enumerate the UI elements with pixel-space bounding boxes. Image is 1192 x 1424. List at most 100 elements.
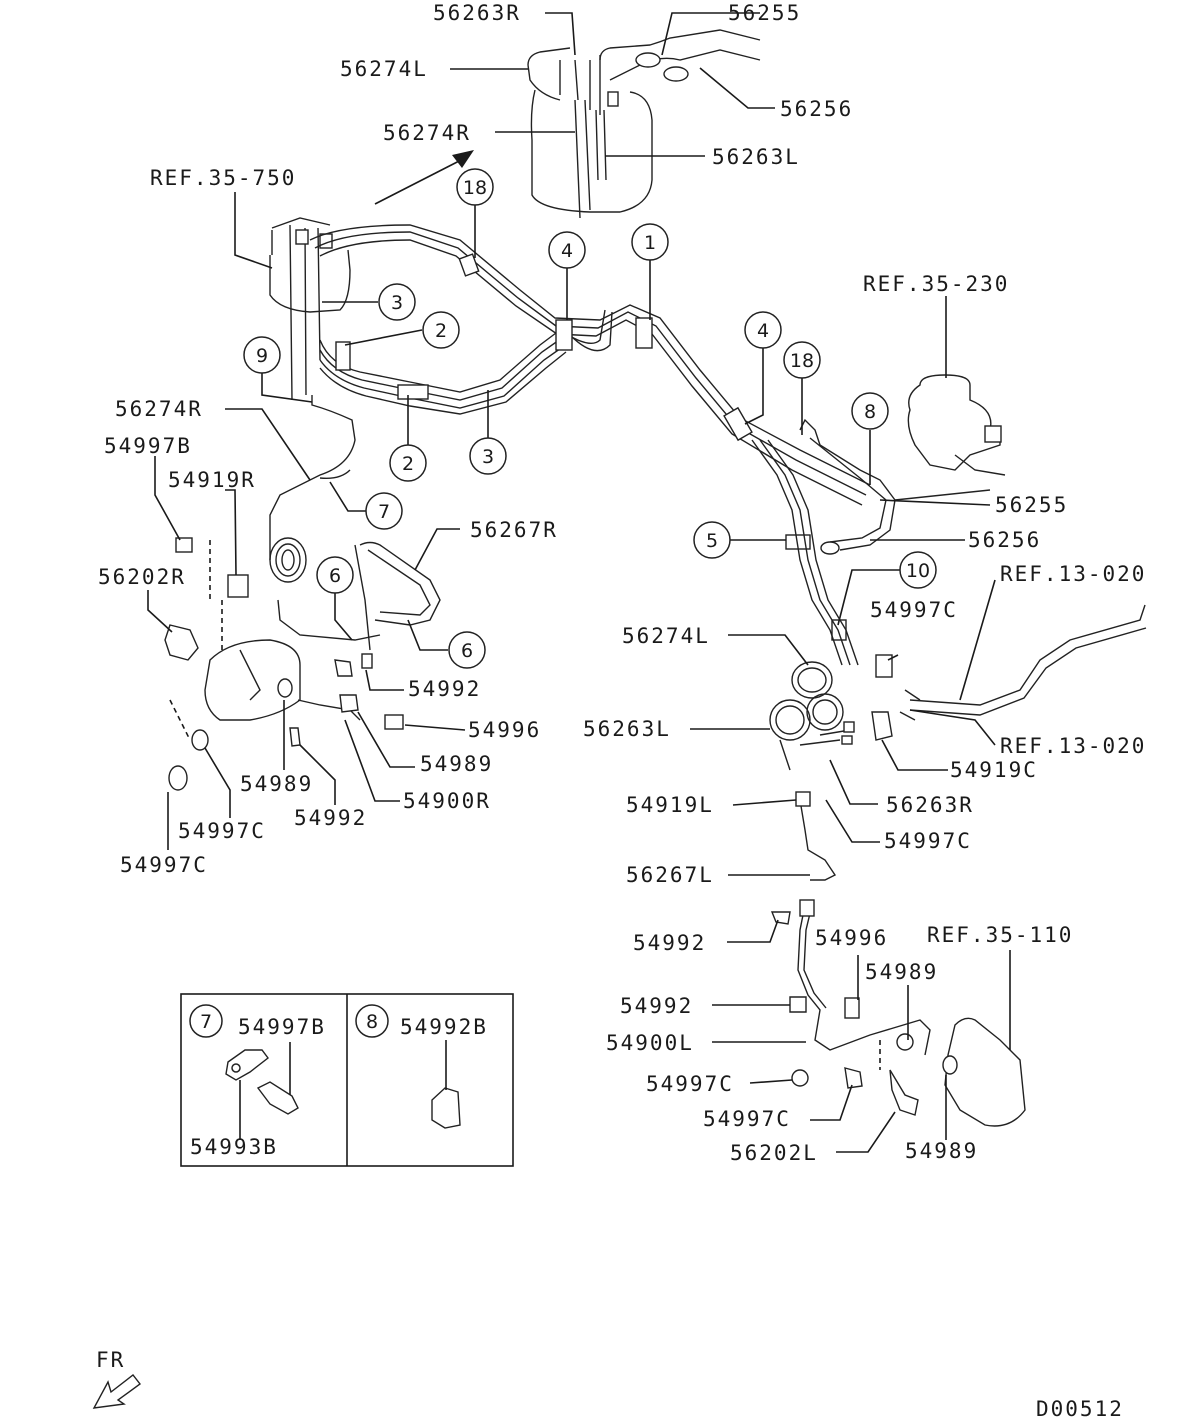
pipe-bundle-main: [309, 224, 871, 506]
label-56263L-mid: 56263L: [583, 717, 671, 741]
label-54997C-mid: 54997C: [884, 829, 972, 853]
svg-text:7: 7: [378, 501, 390, 523]
svg-text:8: 8: [366, 1011, 378, 1033]
svg-text:18: 18: [463, 177, 487, 199]
label-54997C-d: 54997C: [703, 1107, 791, 1131]
label-54997C-a: 54997C: [178, 819, 266, 843]
callout-6-b: 6: [448, 631, 486, 669]
svg-text:54993B: 54993B: [190, 1135, 278, 1159]
callout-6-a: 6: [316, 556, 354, 594]
label-54989-left: 54989: [240, 772, 313, 796]
hydraulic-unit-left: [269, 217, 351, 401]
svg-text:1: 1: [644, 232, 656, 254]
callout-4-top: 4: [548, 231, 586, 269]
svg-text:2: 2: [435, 320, 447, 342]
label-54997C-c: 54997C: [646, 1072, 734, 1096]
svg-text:2: 2: [402, 453, 414, 475]
callout-10: 10: [899, 551, 937, 589]
part-labels: 56263R 56255 56274L 56256 56274R 56263L …: [98, 1, 1146, 1165]
label-54919L: 54919L: [626, 793, 714, 817]
label-54900L: 54900L: [606, 1031, 694, 1055]
svg-text:3: 3: [482, 446, 494, 468]
callout-3-b: 3: [469, 437, 507, 475]
svg-text:4: 4: [561, 240, 573, 262]
label-ref-35-230: REF.35-230: [863, 272, 1009, 296]
label-ref-13-020-b: REF.13-020: [1000, 734, 1146, 758]
bundle-clamps: [335, 253, 847, 641]
svg-text:54992B: 54992B: [400, 1015, 488, 1039]
inset-box-8: 8 54992B: [355, 1004, 488, 1129]
label-54997B: 54997B: [104, 434, 192, 458]
coiled-pipes-right: [769, 661, 855, 771]
label-56267R: 56267R: [470, 518, 558, 542]
label-56256-top: 56256: [780, 97, 853, 121]
label-54997C-b: 54997C: [120, 853, 208, 877]
svg-text:4: 4: [757, 320, 769, 342]
direction-arrow-top: [374, 150, 474, 205]
label-54997C-right: 54997C: [870, 598, 958, 622]
label-54996-left: 54996: [468, 718, 541, 742]
inset-boxes: 7 54997B 54993B 8 54992B: [180, 993, 514, 1167]
label-56263R-top: 56263R: [433, 1, 521, 25]
label-54919C: 54919C: [950, 758, 1038, 782]
label-54989-bottom: 54989: [905, 1139, 978, 1163]
label-56274R-left: 56274R: [115, 397, 203, 421]
callout-8: 8: [851, 392, 889, 430]
label-56267L: 56267L: [626, 863, 714, 887]
inset-box-7: 7 54997B 54993B: [189, 1004, 326, 1159]
label-56202L: 56202L: [730, 1141, 818, 1165]
svg-text:54997B: 54997B: [238, 1015, 326, 1039]
callout-1: 1: [631, 223, 669, 261]
label-54989-mid: 54989: [420, 752, 493, 776]
callout-9: 9: [243, 336, 281, 374]
label-ref-13-020-a: REF.13-020: [1000, 562, 1146, 586]
callout-2-b: 2: [389, 444, 427, 482]
svg-text:7: 7: [200, 1011, 212, 1033]
right-wheel-assembly: [770, 791, 1026, 1127]
label-54992-b: 54992: [294, 806, 367, 830]
svg-text:10: 10: [906, 560, 930, 582]
label-ref-35-110: REF.35-110: [927, 923, 1073, 947]
callout-3-a: 3: [378, 283, 416, 321]
label-54992-c: 54992: [633, 931, 706, 955]
top-assembly: [527, 29, 761, 219]
leader-lines: [147, 12, 1011, 1153]
label-56274L-mid: 56274L: [622, 624, 710, 648]
fr-direction-indicator: FR: [92, 1348, 141, 1409]
fuel-lines-right: [871, 604, 1147, 741]
svg-text:6: 6: [461, 640, 473, 662]
label-56255-right: 56255: [995, 493, 1068, 517]
svg-text:8: 8: [864, 401, 876, 423]
callout-18-top: 18: [456, 168, 494, 206]
label-56256-right: 56256: [968, 528, 1041, 552]
callout-5: 5: [693, 521, 731, 559]
svg-text:9: 9: [256, 345, 268, 367]
svg-text:5: 5: [706, 530, 718, 552]
left-wheel-assembly: [164, 395, 441, 791]
fr-label: FR: [96, 1348, 125, 1372]
label-56274L-top: 56274L: [340, 57, 428, 81]
label-ref-35-750: REF.35-750: [150, 166, 296, 190]
callout-2-a: 2: [422, 311, 460, 349]
callout-circles: 18 4 1 3 2 9 2 3 4 18 8 7 6 6 5 10: [243, 168, 937, 669]
callout-7: 7: [365, 492, 403, 530]
label-54992-a: 54992: [408, 677, 481, 701]
master-cylinder-right: [907, 374, 1006, 476]
label-56274R-top: 56274R: [383, 121, 471, 145]
label-56255-top: 56255: [728, 1, 801, 25]
svg-text:6: 6: [329, 565, 341, 587]
svg-text:3: 3: [391, 292, 403, 314]
svg-text:18: 18: [790, 350, 814, 372]
label-54989-right: 54989: [865, 960, 938, 984]
callout-18-right: 18: [783, 341, 821, 379]
label-56263L-top: 56263L: [712, 145, 800, 169]
fr-arrow-icon: [92, 1374, 141, 1409]
label-54900R: 54900R: [403, 789, 491, 813]
callout-4-right: 4: [744, 311, 782, 349]
label-54919R: 54919R: [168, 468, 256, 492]
label-56263R-mid: 56263R: [886, 793, 974, 817]
label-54996-right: 54996: [815, 926, 888, 950]
drawing-code: D00512: [1036, 1397, 1124, 1421]
